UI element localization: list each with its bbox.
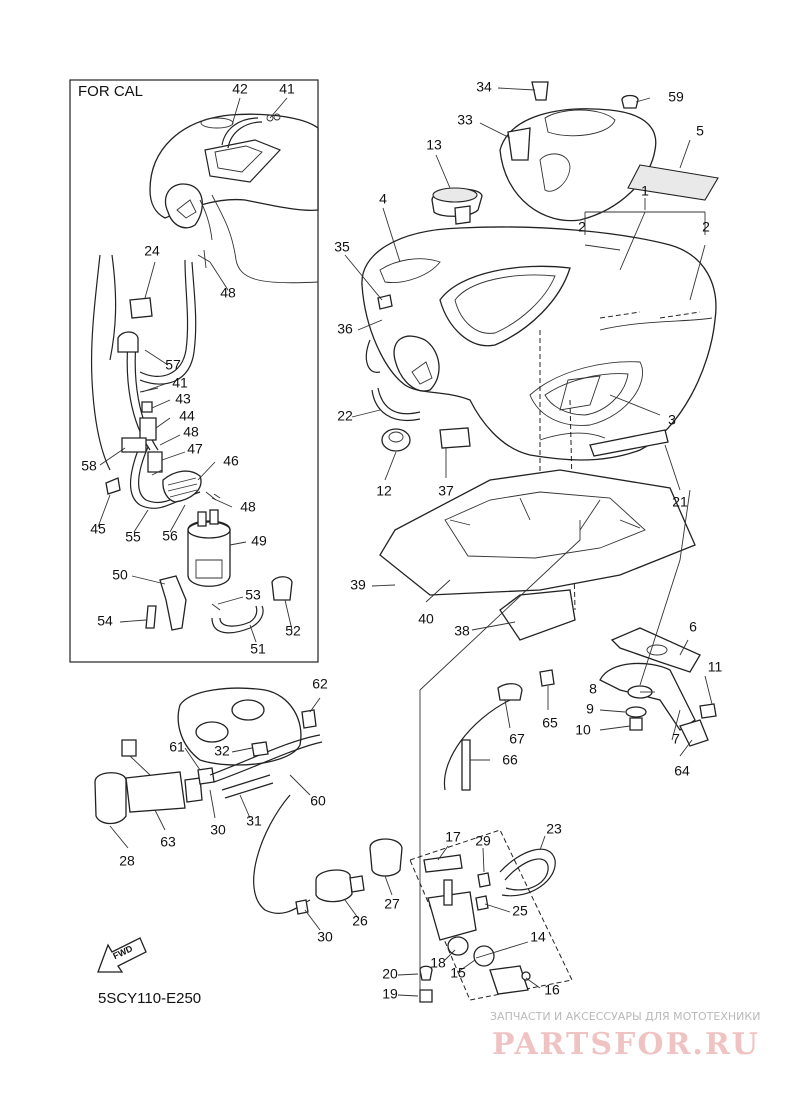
callout-65: 65 bbox=[542, 715, 558, 731]
callout-42: 42 bbox=[232, 81, 248, 97]
callout-48c: 48 bbox=[240, 499, 256, 515]
tank-mat-39 bbox=[379, 469, 696, 596]
california-inset: FOR CAL bbox=[69, 79, 319, 663]
callout-41b: 41 bbox=[172, 375, 188, 391]
diagram-code: 5SCY110-E250 bbox=[98, 990, 201, 1007]
callout-64: 64 bbox=[674, 763, 690, 779]
callout-30a: 30 bbox=[210, 822, 226, 838]
callout-19: 19 bbox=[382, 986, 398, 1002]
callout-3: 3 bbox=[668, 412, 676, 428]
callout-5: 5 bbox=[696, 123, 704, 139]
watermark-subtitle: ЗАПЧАСТИ И АКСЕССУАРЫ ДЛЯ МОТОТЕХНИКИ bbox=[490, 1010, 760, 1023]
callout-54: 54 bbox=[97, 613, 113, 629]
callout-2a: 2 bbox=[578, 219, 586, 235]
callout-20: 20 bbox=[382, 966, 398, 982]
inset-frame bbox=[69, 79, 319, 663]
bracket-6 bbox=[610, 627, 701, 673]
callout-21: 21 bbox=[672, 494, 688, 510]
callout-7: 7 bbox=[672, 731, 680, 747]
callout-53: 53 bbox=[245, 587, 261, 603]
fuel-pump-area bbox=[94, 687, 323, 915]
callout-11: 11 bbox=[708, 659, 723, 675]
callout-40: 40 bbox=[418, 611, 434, 627]
callout-labels: 1 2 2 3 4 5 6 7 8 9 10 11 12 13 14 15 16… bbox=[81, 79, 722, 1002]
callout-36: 36 bbox=[337, 321, 353, 337]
callout-38: 38 bbox=[454, 623, 470, 639]
callout-9: 9 bbox=[586, 701, 594, 717]
callout-23: 23 bbox=[546, 821, 562, 837]
callout-13: 13 bbox=[426, 137, 442, 153]
leader-lines bbox=[97, 87, 713, 997]
inset-title: FOR CAL bbox=[78, 83, 143, 100]
charcoal-canister bbox=[187, 509, 231, 587]
callout-37: 37 bbox=[438, 483, 454, 499]
callout-10: 10 bbox=[575, 722, 591, 738]
screw-34 bbox=[531, 81, 549, 101]
callout-52: 52 bbox=[285, 623, 301, 639]
fwd-arrow-icon: FWD bbox=[97, 937, 147, 973]
inset-tank-fragment bbox=[149, 113, 319, 284]
callout-27: 27 bbox=[384, 896, 400, 912]
callout-51: 51 bbox=[250, 641, 266, 657]
callout-4: 4 bbox=[379, 191, 387, 207]
callout-26: 26 bbox=[352, 913, 368, 929]
callout-39: 39 bbox=[350, 577, 366, 593]
callout-58: 58 bbox=[81, 458, 97, 474]
callout-33: 33 bbox=[457, 112, 473, 128]
callout-8: 8 bbox=[589, 681, 597, 697]
tank-top-cover bbox=[499, 108, 657, 222]
callout-45: 45 bbox=[90, 521, 106, 537]
watermark-brand: PARTSFOR.RU bbox=[492, 1027, 760, 1062]
callout-48a: 48 bbox=[220, 285, 236, 301]
callout-55: 55 bbox=[125, 529, 141, 545]
callout-6: 6 bbox=[689, 619, 697, 635]
callout-49: 49 bbox=[251, 533, 267, 549]
callout-59: 59 bbox=[668, 89, 684, 105]
callout-56: 56 bbox=[162, 528, 178, 544]
callout-48b: 48 bbox=[183, 424, 199, 440]
callout-62: 62 bbox=[312, 676, 328, 692]
callout-46: 46 bbox=[223, 453, 239, 469]
callout-32: 32 bbox=[214, 743, 230, 759]
callout-44: 44 bbox=[179, 408, 195, 424]
label-5 bbox=[627, 164, 719, 201]
callout-31: 31 bbox=[246, 813, 262, 829]
callout-41a: 41 bbox=[279, 81, 295, 97]
fuel-cock-area bbox=[315, 829, 573, 1003]
callout-24: 24 bbox=[144, 243, 160, 259]
callout-63: 63 bbox=[160, 834, 176, 850]
callout-30b: 30 bbox=[317, 929, 333, 945]
callout-50: 50 bbox=[112, 567, 128, 583]
grommet-59 bbox=[621, 94, 639, 109]
callout-34: 34 bbox=[476, 79, 492, 95]
callout-16: 16 bbox=[544, 982, 560, 998]
callout-18: 18 bbox=[430, 955, 446, 971]
callout-47: 47 bbox=[187, 441, 203, 457]
callout-35: 35 bbox=[334, 239, 350, 255]
callout-57: 57 bbox=[165, 357, 181, 373]
callout-14: 14 bbox=[530, 929, 546, 945]
callout-1: 1 bbox=[641, 183, 649, 199]
callout-15: 15 bbox=[450, 965, 466, 981]
watermark: ЗАПЧАСТИ И АКСЕССУАРЫ ДЛЯ МОТОТЕХНИКИ PA… bbox=[490, 1010, 760, 1062]
pad-37 bbox=[439, 427, 471, 449]
callout-67: 67 bbox=[509, 731, 525, 747]
callout-22: 22 bbox=[337, 408, 353, 424]
callout-61: 61 bbox=[169, 739, 185, 755]
callout-29: 29 bbox=[475, 833, 491, 849]
callout-60: 60 bbox=[310, 793, 326, 809]
strip-21 bbox=[589, 429, 669, 457]
callout-66: 66 bbox=[502, 752, 518, 768]
callout-28: 28 bbox=[119, 853, 135, 869]
callout-12: 12 bbox=[376, 483, 392, 499]
callout-43: 43 bbox=[175, 391, 191, 407]
callout-17: 17 bbox=[445, 829, 461, 845]
callout-25: 25 bbox=[512, 903, 528, 919]
damper-12 bbox=[381, 428, 411, 452]
callout-2b: 2 bbox=[702, 219, 710, 235]
